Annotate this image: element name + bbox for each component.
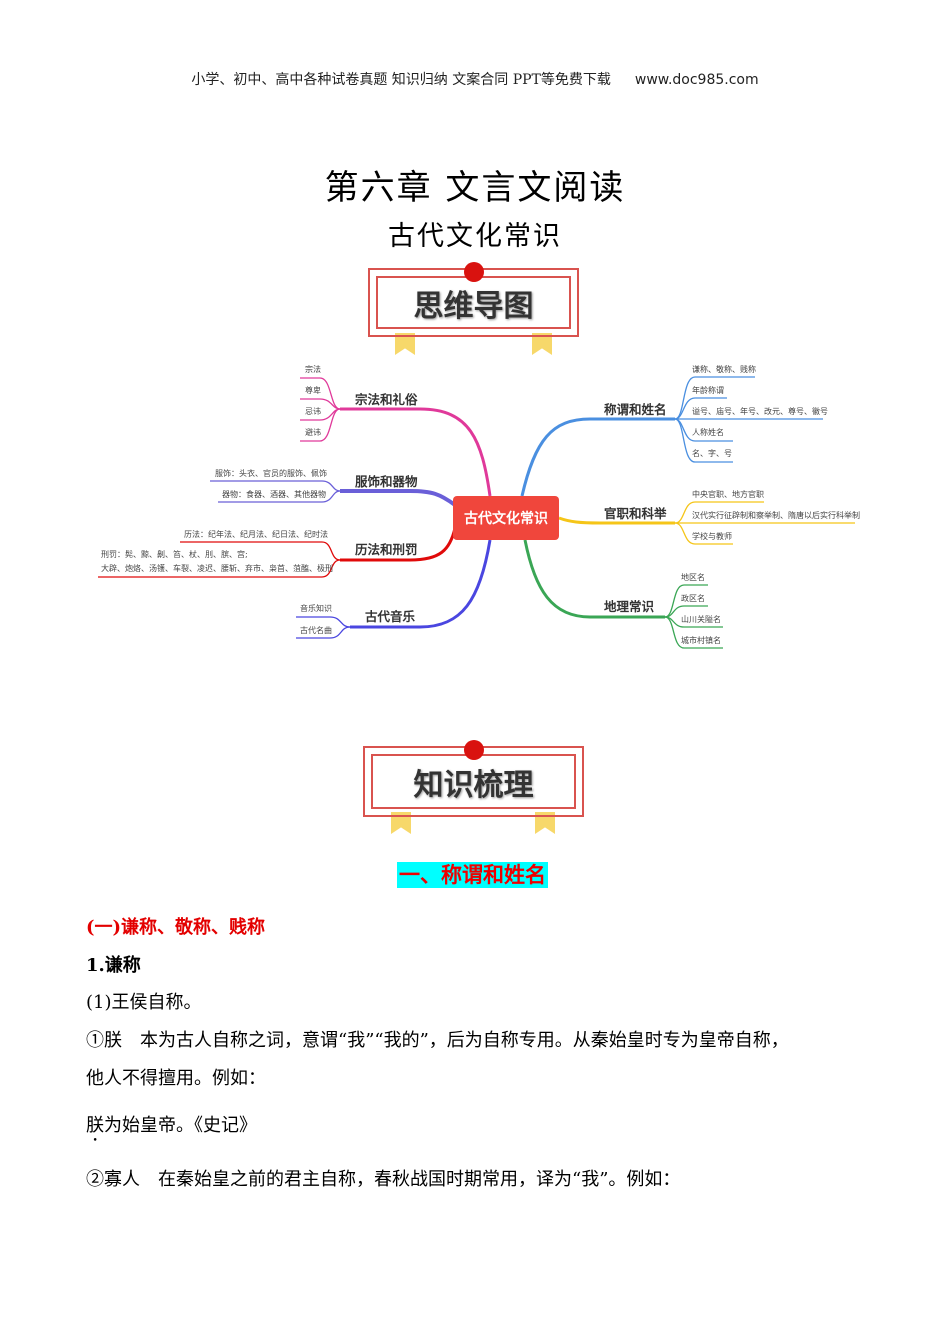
leaf: 服饰：头衣、官员的服饰、佩饰 <box>215 469 327 478</box>
ribbon-icon <box>535 812 555 834</box>
term: ②寡人 <box>86 1169 140 1190</box>
leaf: 忌讳 <box>305 407 321 416</box>
leaf: 名、字、号 <box>692 449 732 458</box>
node-chengwei: 称谓和姓名 <box>604 402 667 417</box>
leaf: 尊卑 <box>305 386 321 395</box>
ribbon-icon <box>532 333 552 355</box>
node-dili: 地理常识 <box>604 599 655 614</box>
leaf: 中央官职、地方官职 <box>692 490 764 499</box>
leaf: 地区名 <box>681 573 705 582</box>
page-header: 小学、初中、高中各种试卷真题 知识归纳 文案合同 PPT等免费下载 www.doc… <box>0 69 950 89</box>
section-heading: 一、称谓和姓名 <box>397 862 548 888</box>
leaf: 学校与教师 <box>692 532 732 541</box>
mindmap-center-node: 古代文化常识 <box>453 496 559 540</box>
node-guanzhi: 官职和科举 <box>604 506 667 521</box>
definition: 本为古人自称之词，意谓“我”“我的”，后为自称专用。从秦始皇时专为皇帝自称， <box>122 1030 789 1051</box>
leaf: 音乐知识 <box>300 604 332 613</box>
example: 朕为始皇帝。《史记》 <box>86 1111 257 1146</box>
leaf: 大辟、炮烙、汤镬、车裂、凌迟、腰斩、弃市、枭首、菹醢、极刑 <box>101 564 333 573</box>
subsection-heading: (一)谦称、敬称、贱称 <box>86 917 266 938</box>
leaf: 年龄称谓 <box>692 386 724 395</box>
dot-icon <box>464 262 484 282</box>
term: ①朕 <box>86 1030 122 1051</box>
mindmap-lines <box>98 376 855 649</box>
header-text: 小学、初中、高中各种试卷真题 知识归纳 文案合同 PPT等免费下载 <box>191 72 611 88</box>
node-lifa: 历法和刑罚 <box>355 542 418 557</box>
leaf: 城市村镇名 <box>681 636 721 645</box>
leaf: 刑罚：髡、黥、劓、笞、杖、刖、膑、宫; <box>101 550 248 559</box>
paragraph: 他人不得擅用。例如： <box>86 1068 266 1089</box>
paragraph: ②寡人 在秦始皇之前的君主自称，春秋战国时期常用，译为“我”。例如： <box>86 1165 680 1191</box>
ribbon-icon <box>395 333 415 355</box>
leaf: 汉代实行征辟制和察举制、隋唐以后实行科举制 <box>692 511 860 520</box>
node-yinyue: 古代音乐 <box>365 609 416 624</box>
leaf: 谦称、敬称、贱称 <box>692 365 756 374</box>
leaf: 古代名曲 <box>300 626 332 635</box>
dot-icon <box>464 740 484 760</box>
chapter-title: 第六章 文言文阅读 <box>324 168 626 208</box>
definition: 在秦始皇之前的君主自称，春秋战国时期常用，译为“我”。例如： <box>140 1169 681 1190</box>
leaf: 宗法 <box>305 365 321 374</box>
paragraph: (1)王侯自称。 <box>86 992 202 1013</box>
header-url[interactable]: www.doc985.com <box>634 72 759 88</box>
node-fushi: 服饰和器物 <box>355 474 418 489</box>
ribbon-icon <box>391 812 411 834</box>
item-heading: 1.谦称 <box>86 955 141 976</box>
knowledge-banner: 知识梳理 <box>363 746 584 817</box>
leaf: 器物：食器、酒器、其他器物 <box>222 490 326 499</box>
leaf: 山川关隘名 <box>681 615 721 624</box>
leaf: 人称姓名 <box>692 428 724 437</box>
paragraph: ①朕 本为古人自称之词，意谓“我”“我的”，后为自称专用。从秦始皇时专为皇帝自称… <box>86 1026 789 1052</box>
node-zongfa: 宗法和礼俗 <box>355 392 418 407</box>
example-text: 为始皇帝。《史记》 <box>104 1115 257 1136</box>
leaf: 历法：纪年法、纪月法、纪日法、纪时法 <box>184 530 328 539</box>
leaf: 谥号、庙号、年号、改元、尊号、徽号 <box>692 407 828 416</box>
banner-title: 思维导图 <box>376 276 571 329</box>
emphasized-term: 朕 <box>86 1115 104 1136</box>
banner-title: 知识梳理 <box>371 754 576 809</box>
branch-zongfa <box>300 377 492 497</box>
leaf: 避讳 <box>305 428 321 437</box>
leaf: 政区名 <box>681 594 705 603</box>
chapter-subtitle: 古代文化常识 <box>388 221 562 252</box>
